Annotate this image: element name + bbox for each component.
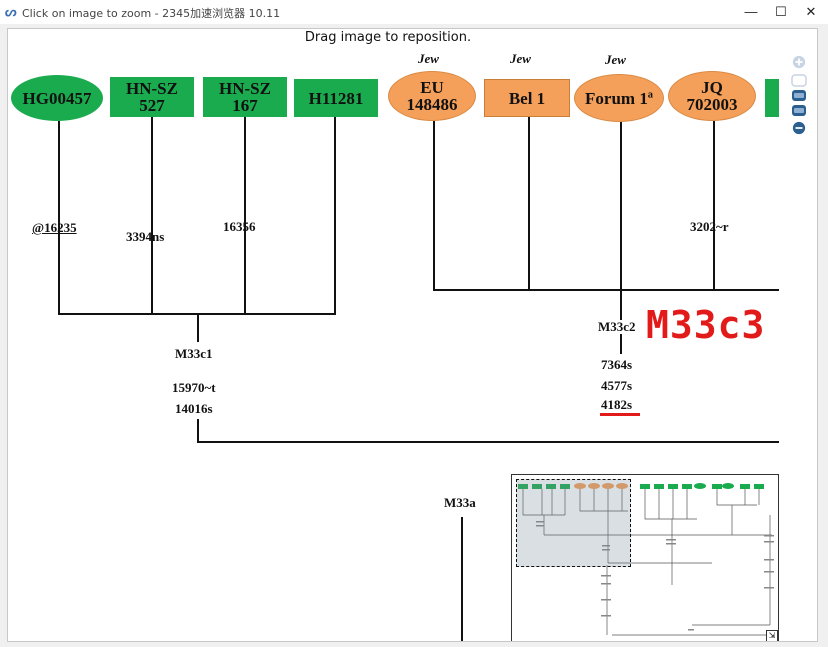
branch-line: [620, 334, 622, 354]
branch-line: [433, 289, 779, 291]
mutation-label: 16356: [223, 219, 256, 234]
branch-line: [433, 121, 435, 291]
node-label: HG00457: [22, 88, 92, 108]
jew-tag: Jew: [418, 51, 439, 66]
branch-line: [244, 117, 246, 314]
browser-logo-icon: ᔕ: [5, 4, 17, 19]
branch-line: [151, 117, 153, 314]
node-label: HN-SZ: [126, 79, 178, 98]
mutation-label: 7364s: [601, 357, 633, 372]
node-forum1a: Forum 1ª: [574, 74, 664, 122]
node-hn-sz-527: HN-SZ 527: [110, 77, 194, 117]
minimap-collapse-icon[interactable]: ⇲: [766, 630, 778, 641]
drag-hint: Drag image to reposition.: [304, 30, 472, 45]
mutation-label: 14016s: [175, 401, 213, 416]
node-label: Bel 1: [508, 88, 546, 108]
mutation-label: 3202~r: [690, 219, 729, 234]
branch-line: [334, 117, 336, 314]
branch-line: [620, 122, 622, 320]
zoom-level-1-icon[interactable]: [791, 74, 807, 87]
minimap-thumbnail: [518, 483, 774, 636]
node-label: Forum 1ª: [585, 88, 653, 108]
branch-line: [197, 419, 199, 443]
node-partial: [765, 79, 779, 117]
node-eu-148486: EU 148486: [388, 71, 476, 121]
branch-line: [528, 117, 530, 291]
highlight-underline: [600, 413, 640, 416]
haplogroup-m33a: M33a: [444, 495, 476, 510]
zoom-controls: [779, 29, 817, 641]
zoomed-image[interactable]: Drag image to reposition. Jew Jew Jew HG…: [8, 29, 779, 641]
minimize-button[interactable]: —: [744, 4, 758, 19]
mutation-label: 3394ns: [126, 229, 165, 244]
mutation-label: 15970~t: [172, 380, 216, 395]
zoom-level-2-icon[interactable]: [791, 89, 807, 102]
node-label: EU: [420, 78, 444, 97]
haplogroup-m33c2: M33c2: [598, 319, 636, 334]
node-jq-702003: JQ 702003: [668, 71, 756, 121]
maximize-button[interactable]: ☐: [775, 4, 787, 19]
branch-line: [713, 121, 715, 291]
branch-line: [58, 121, 60, 314]
node-label: HN-SZ: [219, 79, 271, 98]
branch-line: [197, 441, 779, 443]
node-h11281: H11281: [294, 79, 378, 117]
minimap-viewport[interactable]: [516, 479, 631, 567]
node-hn-sz-167: HN-SZ 167: [203, 77, 287, 117]
title-bar: ᔕ Click on image to zoom - 2345加速浏览器 10.…: [0, 0, 828, 24]
window-title: Click on image to zoom - 2345加速浏览器 10.11: [22, 7, 281, 20]
haplogroup-m33c1: M33c1: [175, 346, 213, 361]
node-label: 527: [139, 96, 165, 115]
node-label: 702003: [686, 95, 738, 114]
zoom-out-icon[interactable]: [791, 121, 807, 135]
haplogroup-m33c3: M33c3: [646, 303, 766, 347]
navigator-minimap[interactable]: ⇲: [511, 474, 779, 641]
zoom-in-icon[interactable]: [791, 55, 807, 69]
close-button[interactable]: ✕: [805, 4, 817, 19]
mutation-label: 4577s: [601, 378, 633, 393]
jew-tag: Jew: [605, 52, 626, 67]
branch-line: [461, 517, 463, 641]
mutation-label: @16235: [32, 220, 77, 235]
jew-tag: Jew: [510, 51, 531, 66]
image-viewer[interactable]: Drag image to reposition. Jew Jew Jew HG…: [7, 28, 818, 642]
node-label: 148486: [406, 95, 458, 114]
node-label: 167: [232, 96, 258, 115]
zoom-level-3-icon[interactable]: [791, 104, 807, 117]
branch-line: [197, 314, 199, 342]
node-label: H11281: [308, 88, 364, 108]
node-label: JQ: [701, 78, 723, 97]
node-bel1: Bel 1: [484, 79, 570, 117]
node-hg00457: HG00457: [11, 75, 103, 121]
mutation-label: 4182s: [601, 397, 633, 412]
